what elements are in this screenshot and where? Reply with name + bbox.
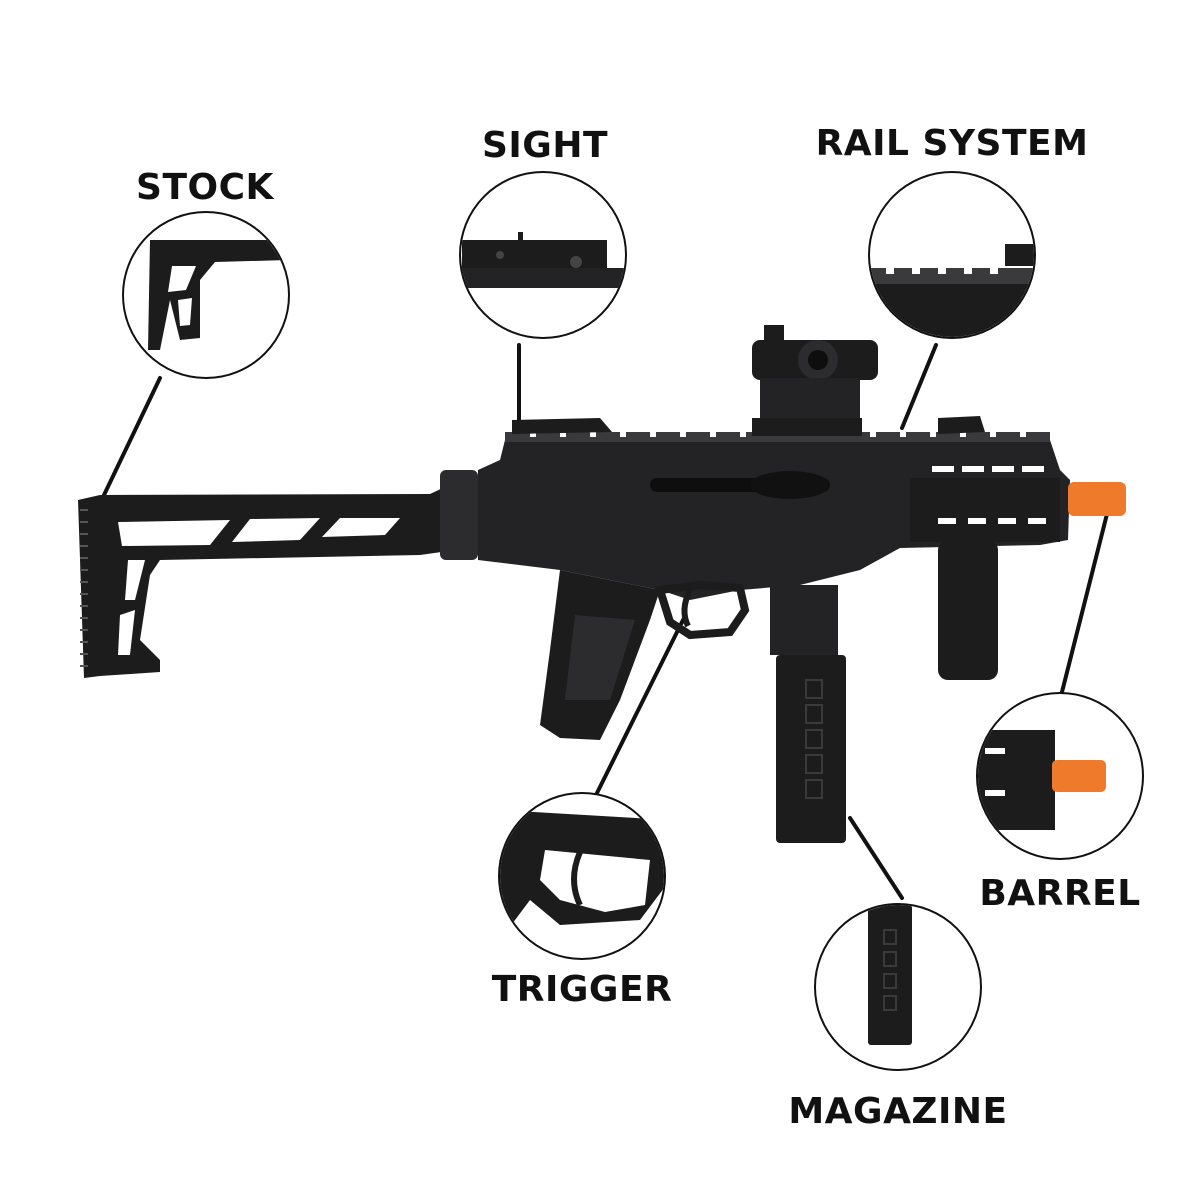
stock-leader-line [102,376,162,497]
trigger-detail-circle [498,792,666,960]
stock-hinge [440,470,478,560]
magazine-detail-circle [814,903,982,1071]
magazine [770,585,846,843]
trigger-leader-line [594,616,686,797]
stock-label: STOCK [136,167,274,208]
sight-label: SIGHT [481,125,609,166]
handguard [910,466,1060,542]
magazine-leader-line [848,816,904,900]
rifle [78,325,1126,843]
barrel-label: BARREL [979,873,1141,914]
trigger [681,588,693,628]
barrel-leader-line [1060,508,1110,694]
top-rail [505,432,1050,442]
stock [78,480,470,678]
trigger-label: TRIGGER [491,969,673,1010]
barrel-tip [1068,482,1126,516]
magazine-label: MAGAZINE [788,1091,1008,1132]
rail-system-label: RAIL SYSTEM [815,123,1089,164]
barrel-detail-circle [976,692,1144,860]
red-dot-sight [752,325,878,436]
rear-sight [512,418,612,434]
foregrip [938,540,998,680]
rail-leader-line [900,343,938,430]
trigger-guard [654,580,750,640]
front-sight [938,416,985,434]
rail-system-detail-circle [868,171,1036,339]
callout-lines [102,343,1110,900]
stock-detail-circle [122,211,290,379]
sight-detail-circle [459,171,627,339]
